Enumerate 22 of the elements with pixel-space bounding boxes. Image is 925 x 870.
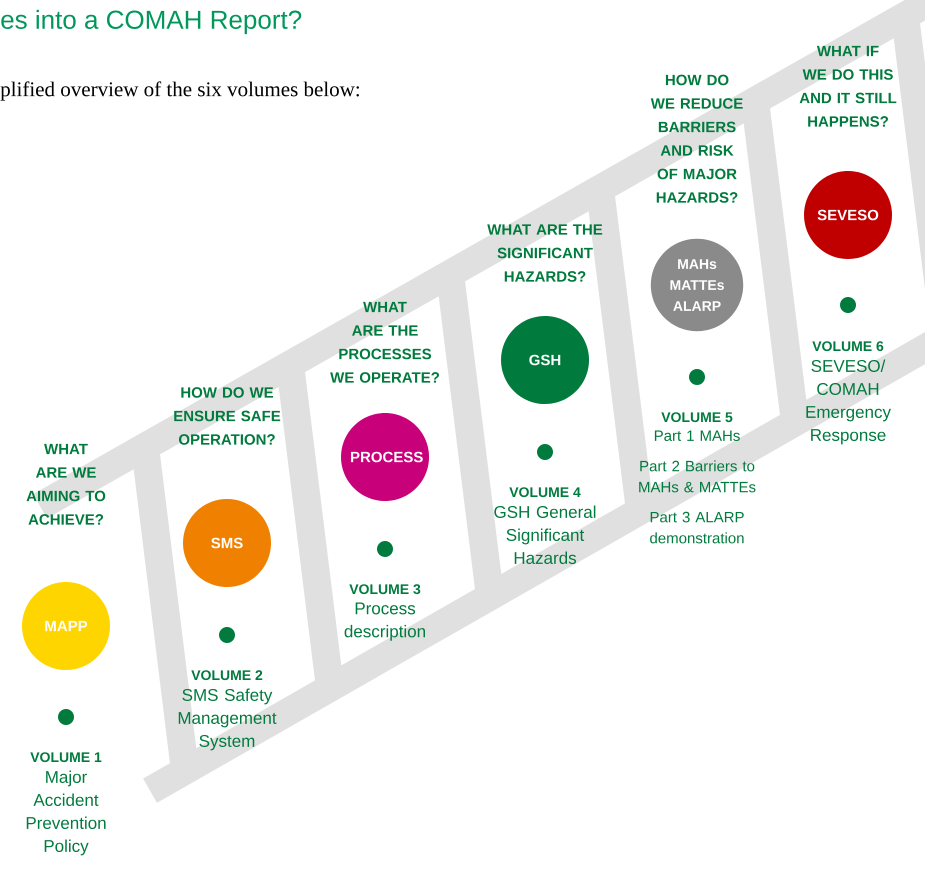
question-heading: WHAT IF WE DO THIS AND IT STILL HAPPENS? [800, 46, 896, 127]
volume-heading: VOLUME 2 [191, 670, 262, 680]
volume-description: Major Accident Prevention Policy [26, 770, 106, 856]
question-heading: HOW DO WE REDUCE BARRIERS AND RISK OF MAJOR HAZARDS? [650, 74, 743, 203]
volume-heading: VOLUME 5 [661, 412, 732, 422]
volume-heading: VOLUME 1 [30, 752, 102, 762]
volume-description: SMS Safety Management System [178, 688, 276, 750]
volume-description: Process description [344, 602, 425, 641]
volume-description: GSH General Significant Hazards [494, 506, 596, 564]
question-heading: WHAT ARE THE SIGNIFICANT HAZARDS? [487, 224, 602, 282]
heading: es into a COMAH Report? [1, 10, 302, 34]
volume-description: SEVESO/ COMAH Emergency Response [806, 360, 891, 444]
volume-heading: VOLUME 4 [509, 487, 581, 498]
question-heading: WHAT ARE THE PROCESSES WE OPERATE? [330, 302, 440, 383]
volume-heading: VOLUME 6 [812, 341, 884, 352]
volume-heading: VOLUME 3 [349, 584, 420, 594]
volume-description: Part 1 MAHs [654, 430, 740, 441]
question-heading: WHAT ARE WE AIMING TO ACHIEVE? [26, 444, 106, 525]
volume-description: Part 2 Barriers to MAHs & MATTEs [639, 460, 756, 492]
volume-description: Part 3 ALARP demonstration [650, 512, 744, 544]
question-heading: HOW DO WE ENSURE SAFE OPERATION? [174, 387, 280, 445]
intro-text: plified overview of the six volumes below: [0, 81, 359, 101]
